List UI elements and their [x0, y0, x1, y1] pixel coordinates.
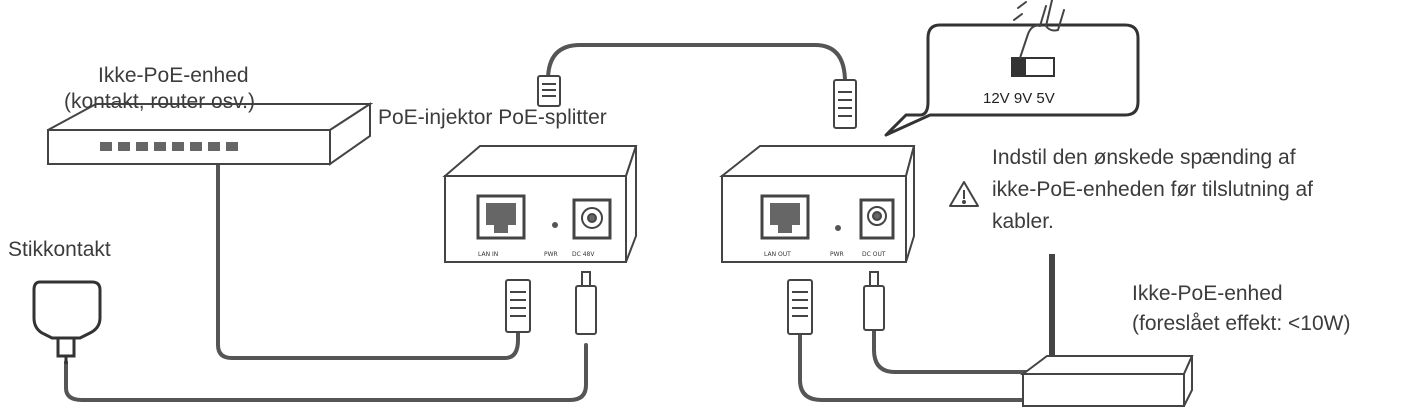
- splitter-lan-label: LAN OUT: [764, 251, 791, 258]
- rj45-plug-splitter: [787, 279, 813, 335]
- router-device: [1020, 254, 1194, 407]
- cable-injector-splitter: [546, 43, 847, 84]
- injector-pwr-label: PWR: [544, 251, 558, 258]
- cable-switch-lan: [216, 158, 520, 360]
- rj45-plug-injector: [505, 279, 531, 333]
- injector-lan-label: LAN IN: [478, 251, 498, 258]
- warning-text-line3: kabler.: [992, 210, 1054, 233]
- voltage-switch-knob: [1012, 58, 1026, 76]
- dc-plug-splitter: [863, 271, 885, 331]
- dc-plug-injector: [575, 271, 597, 335]
- router-label-line2: (foreslået effekt: <10W): [1132, 312, 1351, 335]
- voltage-options: 12V 9V 5V: [983, 90, 1055, 107]
- warning-text-line2: ikke-PoE-enheden før tilslutning af: [992, 178, 1313, 201]
- switch-device: [47, 102, 374, 166]
- splitter-dc-label: DC OUT: [862, 251, 886, 258]
- switch-label-line1: Ikke-PoE-enhed: [98, 64, 249, 87]
- injector-dc-label: DC 48V: [572, 251, 595, 258]
- rj45-connector-top-right: [833, 79, 857, 129]
- switch-label-line2: (kontakt, router osv.): [64, 90, 256, 113]
- voltage-callout: 12V 9V 5V: [884, 0, 1140, 137]
- power-adapter-icon: [32, 280, 102, 364]
- outlet-label: Stikkontakt: [8, 238, 111, 261]
- splitter-pwr-label: PWR: [830, 251, 844, 258]
- warning-text-line1: Indstil den ønskede spænding af: [992, 146, 1296, 169]
- poe-splitter: [719, 145, 916, 263]
- cable-dc-router: [872, 326, 1038, 374]
- hand-icon: [1013, 0, 1065, 59]
- router-label-line1: Ikke-PoE-enhed: [1132, 282, 1283, 305]
- cable-outlet-dc: [64, 343, 588, 402]
- injector-splitter-label: PoE-injektor PoE-splitter: [378, 106, 607, 129]
- cable-lan-router: [798, 331, 1047, 402]
- rj45-connector-top-left: [537, 75, 561, 107]
- warning-icon: [949, 181, 979, 207]
- poe-injector: [442, 145, 638, 263]
